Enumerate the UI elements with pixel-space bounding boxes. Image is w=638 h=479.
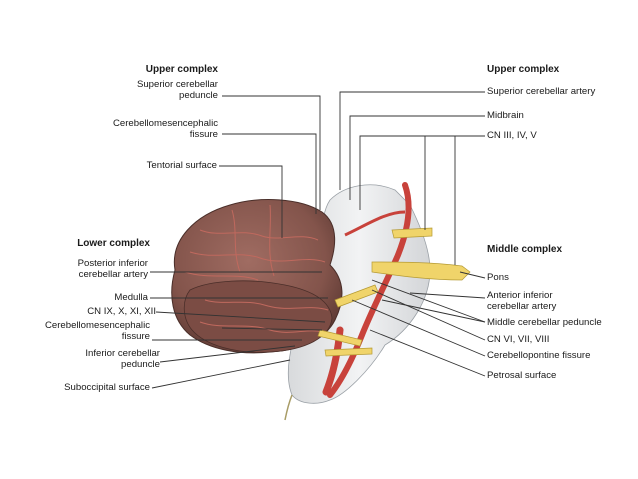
right-upper-complex-header: Upper complex <box>487 64 560 75</box>
cn-v <box>371 261 471 281</box>
label-line: peduncle <box>179 90 218 102</box>
label-cerebellomesencephalic-fissure-lower: Cerebellomesencephalic fissure <box>45 320 150 343</box>
basilar-artery <box>327 182 412 398</box>
label-cerebellopontine-fissure: Cerebellopontine fissure <box>487 350 591 361</box>
nerves <box>317 227 471 357</box>
label-middle-cerebellar-peduncle: Middle cerebellar peduncle <box>487 317 602 328</box>
cerebellum-lower <box>183 280 333 353</box>
label-cn-iii-v: CN III, IV, V <box>487 130 537 141</box>
label-cn-vi-viii: CN VI, VII, VIII <box>487 334 550 345</box>
left-lower-complex-header: Lower complex <box>77 238 150 249</box>
label-line: fissure <box>121 331 150 343</box>
label-line: Anterior inferior <box>487 290 553 301</box>
medulla-tail <box>284 394 293 421</box>
label-line: Cerebellomesencephalic <box>112 118 218 129</box>
label-line: peduncle <box>121 359 160 371</box>
label-tentorial-surface: Tentorial surface <box>146 160 217 171</box>
label-suboccipital-surface: Suboccipital surface <box>64 382 150 393</box>
label-line: cerebellar artery <box>78 269 148 281</box>
right-middle-complex-header: Middle complex <box>487 244 563 255</box>
label-medulla: Medulla <box>114 292 148 303</box>
cn-lower-2 <box>324 347 373 357</box>
label-line: fissure <box>189 129 218 141</box>
label-line: Inferior cerebellar <box>85 348 160 359</box>
label-superior-cerebellar-peduncle: Superior cerebellar peduncle <box>137 79 218 102</box>
label-superior-cerebellar-artery: Superior cerebellar artery <box>487 86 596 97</box>
label-line: Superior cerebellar <box>136 79 218 90</box>
label-inferior-cerebellar-peduncle: Inferior cerebellar peduncle <box>85 348 160 371</box>
label-line: cerebellar artery <box>487 301 557 313</box>
cn-vii-viii <box>334 284 379 308</box>
label-midbrain: Midbrain <box>487 110 524 121</box>
left-upper-complex-header: Upper complex <box>145 64 218 75</box>
cn-lower-1 <box>317 329 363 347</box>
label-posterior-inferior-cerebellar-artery: Posterior inferior cerebellar artery <box>78 258 148 281</box>
folia-vessels <box>184 204 329 333</box>
label-cn-ix-xii: CN IX, X, XI, XII <box>87 306 156 317</box>
label-pons: Pons <box>487 272 509 283</box>
sca-branch <box>344 210 406 237</box>
label-anterior-inferior-cerebellar-artery: Anterior inferior cerebellar artery <box>487 290 556 313</box>
label-line: Posterior inferior <box>77 258 148 269</box>
label-line: Cerebellomesencephalic <box>44 320 150 331</box>
leader-lines <box>150 91 486 389</box>
label-cerebellomesencephalic-fissure: Cerebellomesencephalic fissure <box>113 118 218 141</box>
cn-iii <box>391 227 433 239</box>
label-petrosal-surface: Petrosal surface <box>487 370 557 381</box>
